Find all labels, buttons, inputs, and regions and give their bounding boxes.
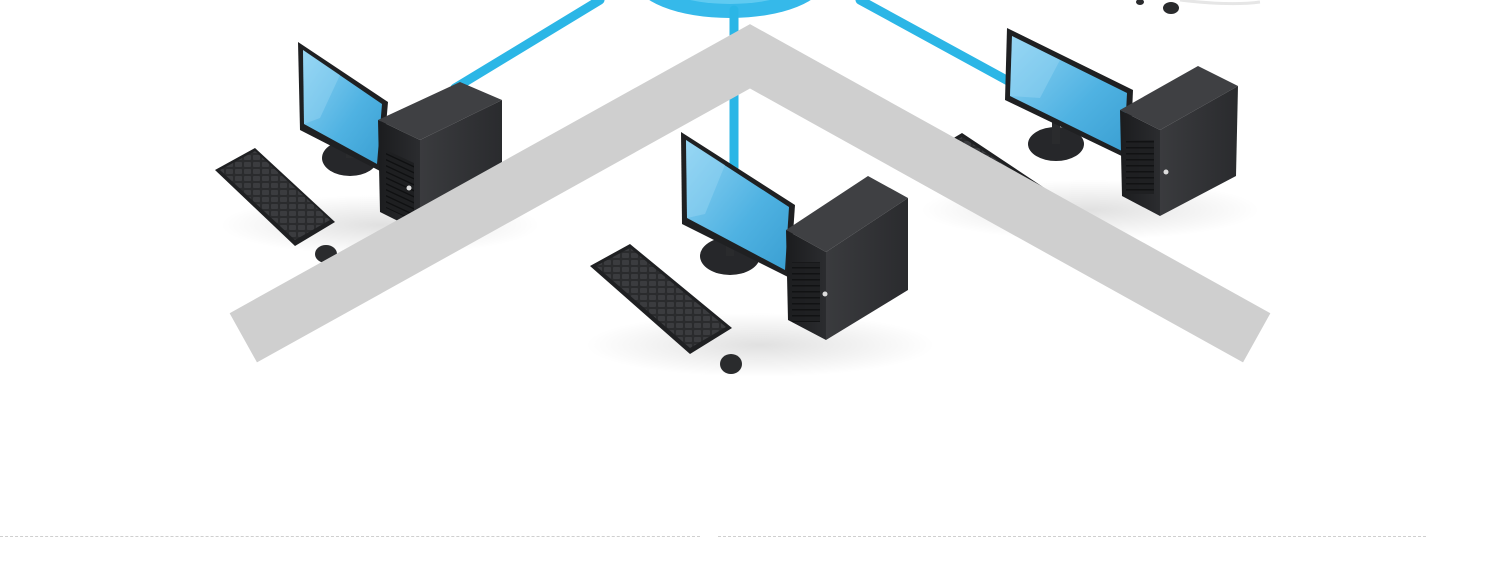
divider-line-right [718, 536, 1426, 537]
cropped-device-top-right [1136, 0, 1261, 14]
mouse-icon [720, 354, 742, 374]
tower-icon [1120, 66, 1238, 216]
monitor-icon [681, 132, 795, 278]
monitor-icon [1005, 28, 1133, 161]
monitor-icon [298, 42, 388, 176]
cable-left [450, 0, 605, 93]
divider-line-left [0, 536, 700, 537]
tower-icon [786, 176, 908, 340]
cable-right [855, 0, 1015, 87]
keyboard-icon [215, 148, 335, 246]
keyboard-icon [590, 244, 732, 354]
workstation-center [585, 132, 935, 377]
